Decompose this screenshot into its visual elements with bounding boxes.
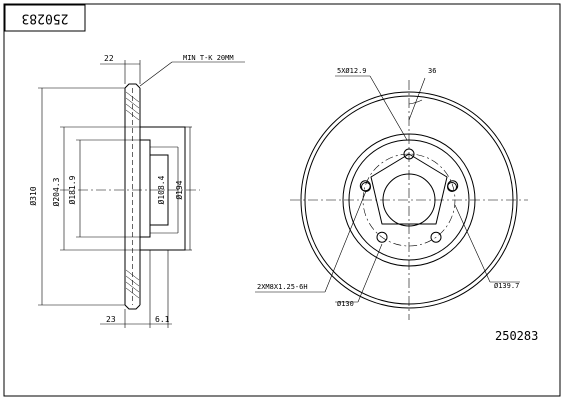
label-bore-inner: Ø181.9 (67, 175, 77, 204)
part-number-rotated-text: 250283 (22, 11, 69, 26)
label-pcd-139: Ø139.7 (494, 282, 519, 290)
label-min-thickness: MIN T-K 20MM (183, 54, 234, 62)
part-number-box-rotated: 250283 (4, 4, 86, 32)
vent-hatch-bottom (125, 269, 140, 299)
label-outer-diameter: Ø310 (28, 186, 38, 205)
side-view: Ø310 Ø204.3 Ø181.9 Ø108.4 Ø194 22 MIN T-… (28, 54, 245, 328)
label-angle: 36 (428, 67, 436, 75)
drawing-border (3, 3, 561, 397)
outer-edge-circle (300, 91, 518, 309)
label-center-diameter: Ø108.4 (156, 175, 166, 204)
bolt-hole (376, 231, 388, 243)
center-bore-circle (382, 173, 436, 227)
front-view: 5XØ12.9 36 2XM8X1.25-6H Ø130 Ø139.7 (255, 67, 528, 320)
bolt-hole (430, 231, 442, 243)
label-hub-diameter: Ø194 (174, 180, 184, 199)
threaded-hole (447, 182, 457, 192)
label-offset: 6.1 (155, 315, 170, 324)
part-number: 250283 (495, 329, 538, 343)
label-thread: 2XM8X1.25-6H (257, 283, 308, 291)
label-height: 23 (106, 315, 116, 324)
label-disc-thickness: 22 (104, 54, 114, 63)
vent-hatch-top (125, 91, 140, 121)
hat-outline (140, 126, 186, 251)
label-hat-diameter: Ø204.3 (51, 177, 61, 206)
label-bolt-holes: 5XØ12.9 (337, 67, 367, 75)
label-pcd-130: Ø130 (337, 300, 354, 308)
